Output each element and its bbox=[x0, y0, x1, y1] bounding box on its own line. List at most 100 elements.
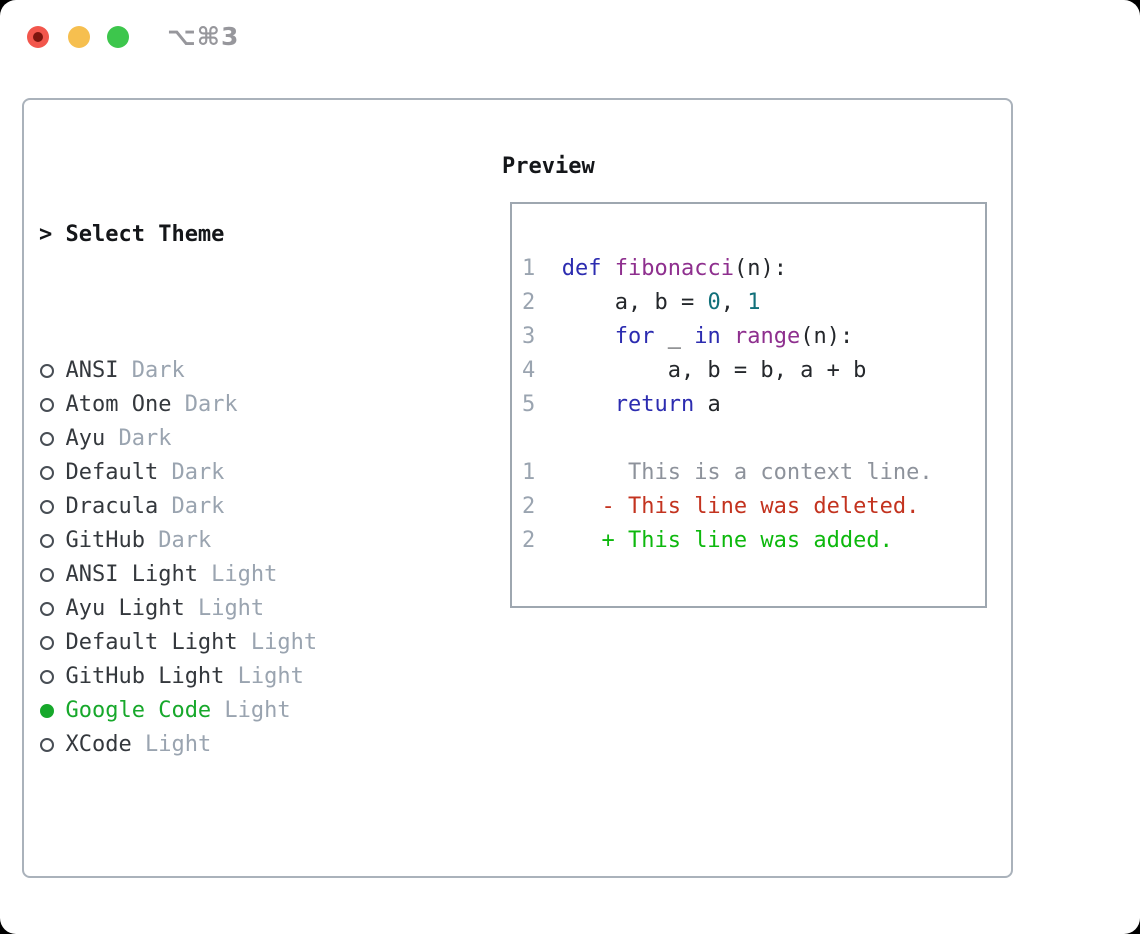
theme-option-google-code[interactable]: Google Code Light bbox=[39, 694, 410, 728]
radio-ring bbox=[40, 568, 54, 582]
theme-name: ANSI bbox=[65, 358, 119, 383]
radio-icon bbox=[39, 558, 65, 592]
maximize-button[interactable] bbox=[107, 26, 129, 48]
radio-icon bbox=[39, 354, 65, 388]
theme-name: GitHub Light bbox=[65, 664, 225, 689]
theme-option-atom-one[interactable]: Atom One Dark bbox=[39, 388, 410, 422]
theme-variant-badge: Light bbox=[197, 562, 278, 587]
line-number: 2 bbox=[522, 528, 536, 553]
theme-name: Default bbox=[65, 460, 159, 485]
theme-variant-badge: Dark bbox=[158, 494, 225, 519]
theme-option-default[interactable]: Default Dark bbox=[39, 456, 410, 490]
radio-ring bbox=[40, 534, 54, 548]
line-number: 1 bbox=[522, 256, 536, 281]
theme-variant-badge: Light bbox=[237, 630, 318, 655]
code-segment: a bbox=[694, 392, 721, 417]
radio-ring bbox=[40, 432, 54, 446]
theme-variant-badge: Light bbox=[184, 596, 265, 621]
theme-variant-badge: Dark bbox=[171, 392, 238, 417]
code-segment: - This line was deleted. bbox=[535, 494, 920, 519]
code-segment: range bbox=[733, 324, 801, 349]
close-button[interactable] bbox=[27, 26, 49, 48]
theme-variant-badge: Light bbox=[224, 664, 304, 689]
line-number: 3 bbox=[522, 324, 536, 349]
line-number: 1 bbox=[522, 460, 536, 485]
theme-variant-badge: Light bbox=[131, 732, 212, 757]
theme-name: GitHub bbox=[65, 528, 145, 553]
code-segment: 1 bbox=[747, 290, 761, 315]
theme-list-header: > Select Theme bbox=[39, 218, 410, 252]
radio-icon bbox=[39, 456, 65, 490]
code-segment bbox=[535, 324, 614, 349]
line-number: 5 bbox=[522, 392, 536, 417]
code-segment: a, b = b, a + b bbox=[535, 358, 867, 383]
code-segment: return bbox=[614, 392, 695, 417]
preview-line: 1 This is a context line. bbox=[522, 456, 933, 490]
line-number: 2 bbox=[522, 494, 536, 519]
theme-name: Ayu Light bbox=[65, 596, 185, 621]
code-segment bbox=[535, 392, 614, 417]
code-segment: , bbox=[720, 290, 748, 315]
code-segment: def bbox=[561, 256, 602, 281]
preview-title: Preview bbox=[502, 154, 595, 179]
theme-name: Atom One bbox=[65, 392, 172, 417]
code-segment: in bbox=[694, 324, 721, 349]
theme-option-ansi[interactable]: ANSI Dark bbox=[39, 354, 410, 388]
theme-option-ayu-light[interactable]: Ayu Light Light bbox=[39, 592, 410, 626]
preview-line: 2 - This line was deleted. bbox=[522, 490, 933, 524]
theme-option-dracula[interactable]: Dracula Dark bbox=[39, 490, 410, 524]
radio-icon bbox=[39, 660, 65, 694]
radio-ring bbox=[40, 636, 54, 650]
radio-icon bbox=[39, 626, 65, 660]
code-segment bbox=[602, 256, 615, 281]
radio-ring bbox=[40, 602, 54, 616]
theme-option-xcode[interactable]: XCode Light bbox=[39, 728, 410, 762]
preview-line: 4 a, b = b, a + b bbox=[522, 354, 933, 388]
select-theme-title: Select Theme bbox=[65, 222, 225, 247]
theme-option-github[interactable]: GitHub Dark bbox=[39, 524, 410, 558]
cursor-icon: > bbox=[39, 222, 53, 247]
spacer bbox=[39, 864, 410, 898]
window-title: ⌥⌘3 bbox=[167, 22, 240, 51]
code-segment: 0 bbox=[707, 290, 721, 315]
code-segment bbox=[721, 324, 734, 349]
theme-name: ANSI Light bbox=[65, 562, 198, 587]
radio-selected-icon bbox=[39, 694, 65, 728]
theme-variant-badge: Light bbox=[211, 698, 291, 723]
theme-name: Dracula bbox=[65, 494, 159, 519]
preview-line: 3 for _ in range(n): bbox=[522, 320, 933, 354]
code-segment: for bbox=[614, 324, 655, 349]
preview-line: 2 + This line was added. bbox=[522, 524, 933, 558]
code-segment: fibonacci bbox=[614, 256, 734, 281]
code-segment: (n): bbox=[800, 324, 854, 349]
theme-option-github-light[interactable]: GitHub Light Light bbox=[39, 660, 410, 694]
minimize-button[interactable] bbox=[68, 26, 90, 48]
radio-icon bbox=[39, 490, 65, 524]
radio-ring bbox=[40, 364, 54, 378]
preview-line: 2 a, b = 0, 1 bbox=[522, 286, 933, 320]
theme-option-default-light[interactable]: Default Light Light bbox=[39, 626, 410, 660]
theme-option-ayu[interactable]: Ayu Dark bbox=[39, 422, 410, 456]
radio-icon bbox=[39, 524, 65, 558]
radio-ring bbox=[40, 500, 54, 514]
code-segment bbox=[535, 256, 562, 281]
line-number: 2 bbox=[522, 290, 536, 315]
radio-ring bbox=[40, 670, 54, 684]
theme-name: Google Code bbox=[65, 698, 212, 723]
theme-name: XCode bbox=[65, 732, 132, 757]
theme-variant-badge: Dark bbox=[105, 426, 172, 451]
theme-name: Default Light bbox=[65, 630, 238, 655]
line-number: 4 bbox=[522, 358, 536, 383]
theme-variant-badge: Dark bbox=[144, 528, 212, 553]
code-segment: a, b = bbox=[535, 290, 708, 315]
theme-name: Ayu bbox=[65, 426, 106, 451]
code-segment: This is a context line. bbox=[535, 460, 933, 485]
radio-icon bbox=[39, 728, 65, 762]
preview-line: 5 return a bbox=[522, 388, 933, 422]
theme-option-ansi-light[interactable]: ANSI Light Light bbox=[39, 558, 410, 592]
